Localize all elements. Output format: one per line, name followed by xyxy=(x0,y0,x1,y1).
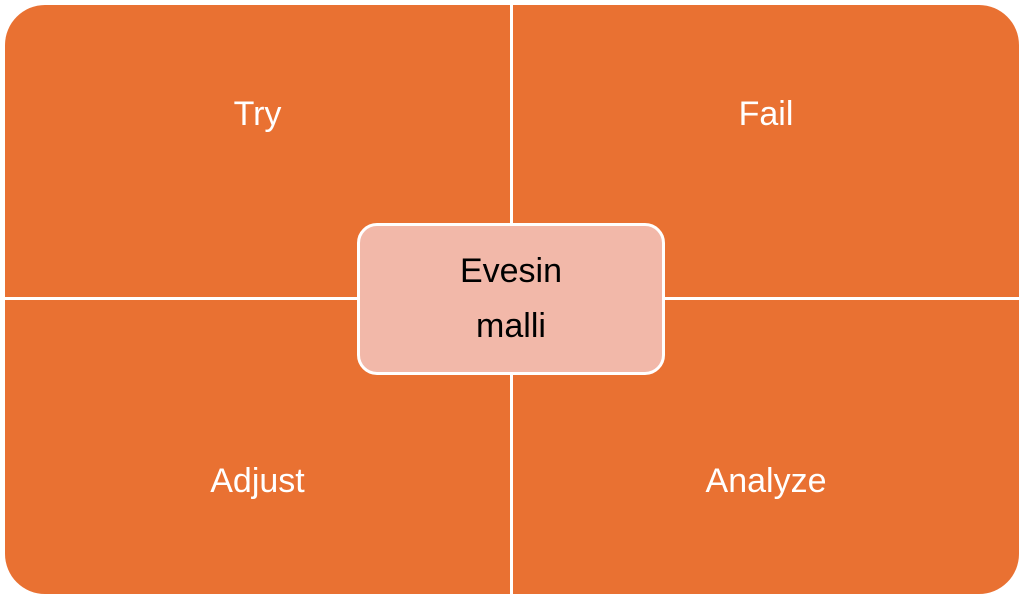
quadrant-label: Analyze xyxy=(705,462,827,500)
quadrant-label: Try xyxy=(233,95,282,133)
quadrant-label: Fail xyxy=(738,95,794,133)
quadrant-label: Adjust xyxy=(210,462,305,500)
center-label-line2: malli xyxy=(476,307,546,345)
center-label-line1: Evesin xyxy=(459,252,563,290)
center-box: Evesin malli xyxy=(357,223,665,375)
quadrant-try: Try xyxy=(5,5,510,297)
